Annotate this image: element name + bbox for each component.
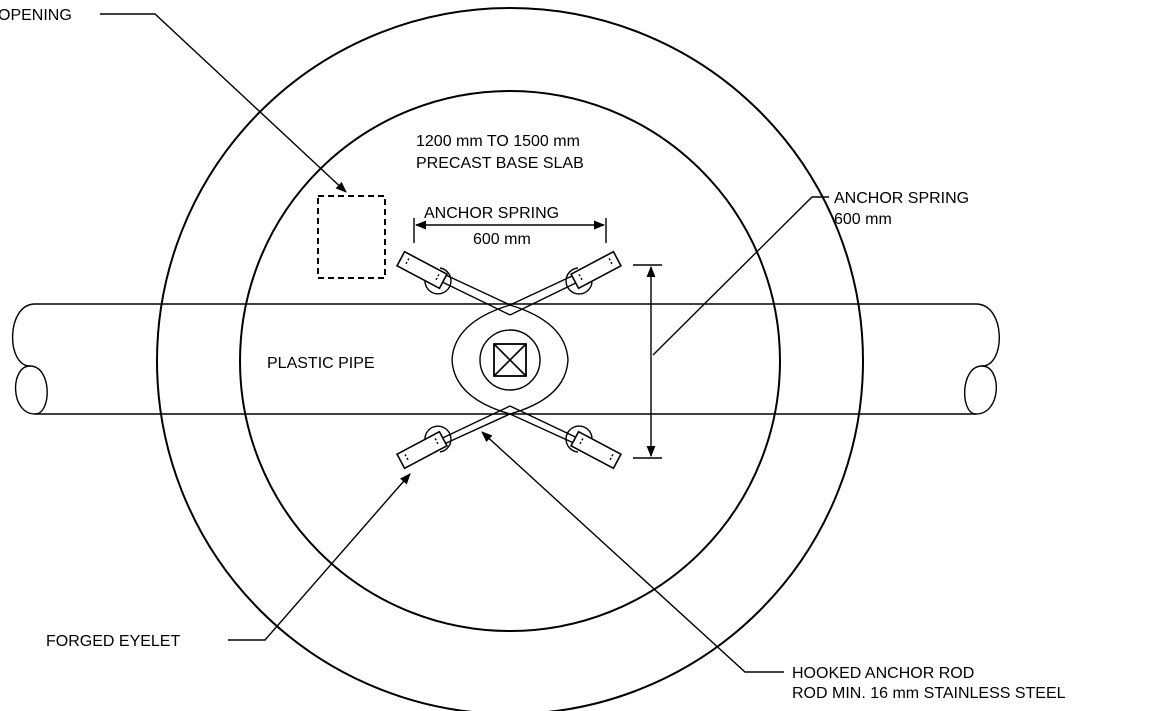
opening-outline — [317, 195, 386, 279]
anchor-spring-right-label-line1: ANCHOR SPRING — [834, 190, 969, 207]
anchor-spring-right-label-line2: 600 mm — [834, 211, 892, 228]
opening-leader — [100, 13, 347, 193]
plastic-pipe — [11, 303, 1000, 415]
inner-slab-circle — [239, 90, 781, 632]
anchor-rods — [419, 262, 601, 456]
center-square-icon — [493, 343, 527, 377]
hook-top-right — [565, 267, 593, 295]
outer-slab-circle — [156, 7, 864, 711]
anchor-spring-inner-label-line1: ANCHOR SPRING — [424, 205, 559, 222]
forged-eyelet-leader — [228, 473, 411, 641]
base-slab-label-line1: 1200 mm TO 1500 mm — [416, 133, 580, 150]
hooked-rod-label-line1: HOOKED ANCHOR ROD — [792, 665, 974, 682]
anchor-spring-vertical-dimension — [633, 264, 662, 459]
hook-bottom-right — [565, 425, 593, 453]
eyelet-top-right — [570, 250, 622, 290]
eyelet-bottom-left — [396, 430, 448, 470]
anchor-spring-inner-label-line2: 600 mm — [473, 231, 531, 248]
center-ring — [479, 329, 541, 391]
plastic-pipe-label: PLASTIC PIPE — [267, 355, 375, 372]
opening-label: OPENING — [0, 7, 72, 24]
base-slab-label-line2: PRECAST BASE SLAB — [416, 155, 584, 172]
hooked-rod-label-line2: ROD MIN. 16 mm STAINLESS STEEL — [792, 685, 1066, 702]
hooked-rod-leader — [481, 431, 784, 673]
eyelet-top-left — [396, 250, 448, 290]
anchor-spring-horizontal-dimension — [413, 218, 607, 243]
forged-eyelet-label: FORGED EYELET — [46, 633, 180, 650]
anchor-spring-leader — [652, 196, 829, 356]
hook-bottom-left — [424, 425, 452, 453]
hook-top-left — [424, 267, 452, 295]
eyelet-bottom-right — [570, 430, 622, 470]
